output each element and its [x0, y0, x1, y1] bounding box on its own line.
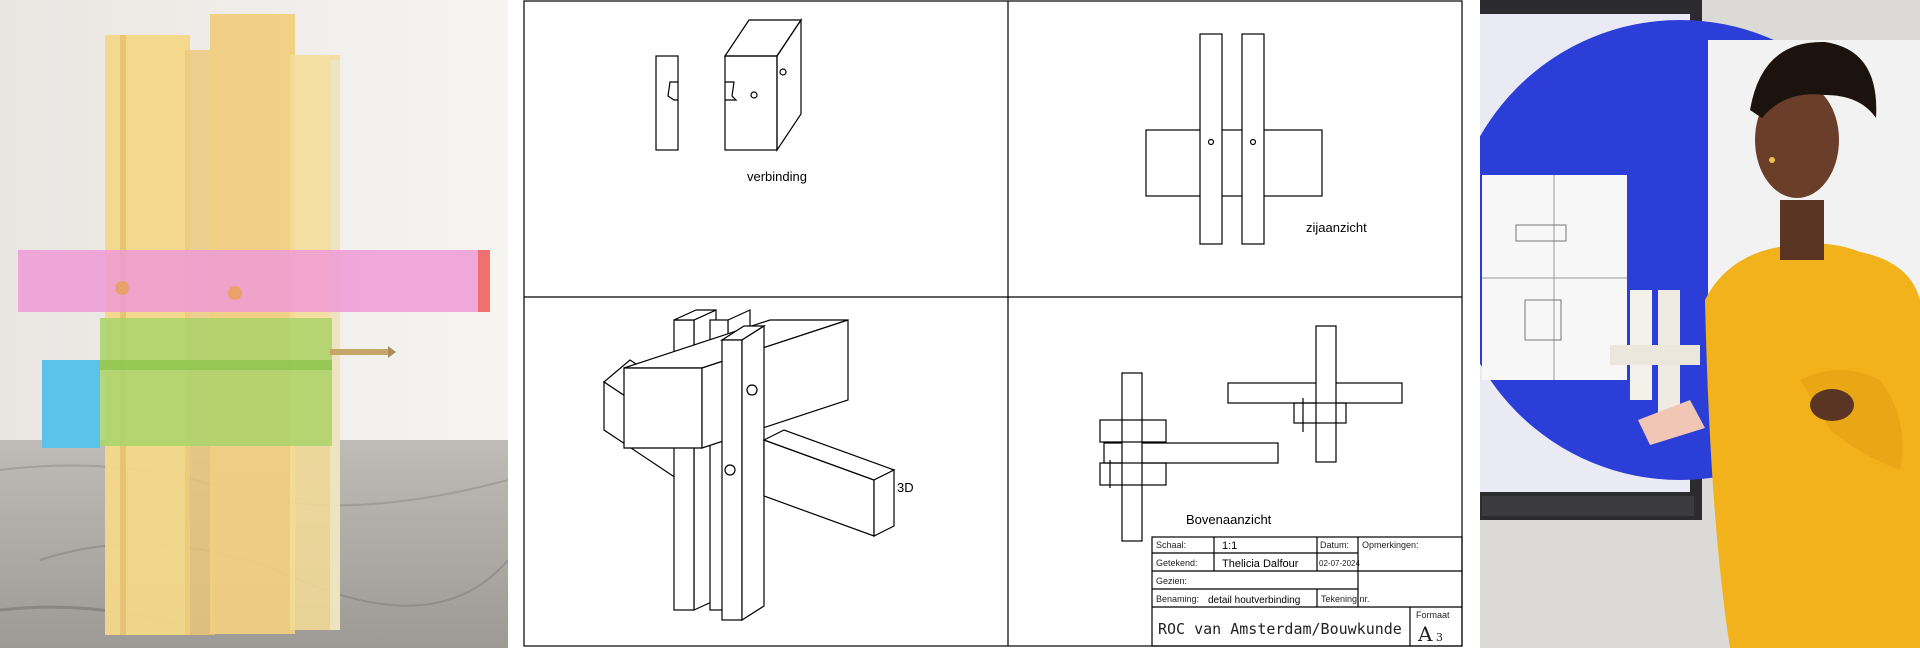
- tb-schaal-label: Schaal:: [1156, 540, 1186, 550]
- tb-school: ROC van Amsterdam/Bouwkunde: [1158, 620, 1402, 638]
- tb-getekend-value: Thelicia Dalfour: [1222, 558, 1299, 570]
- label-3d: 3D: [897, 480, 914, 495]
- tb-benaming-value: detail houtverbinding: [1208, 595, 1300, 606]
- sheet-frame: [523, 0, 1463, 647]
- presentation-photo: [1480, 0, 1920, 648]
- model-photo-illustration: [0, 0, 508, 648]
- tb-formaat-label: Formaat: [1416, 610, 1450, 620]
- tb-getekend-label: Getekend:: [1156, 558, 1198, 568]
- tb-opmerkingen-label: Opmerkingen:: [1362, 540, 1419, 550]
- bovenaanzicht-view: [1099, 325, 1403, 542]
- label-zijaanzicht: zijaanzicht: [1306, 220, 1367, 235]
- model-photo: [0, 0, 508, 648]
- isometric-view: [603, 309, 896, 622]
- tb-datum-label: Datum:: [1320, 540, 1349, 550]
- label-bovenaanzicht: Bovenaanzicht: [1186, 512, 1272, 527]
- tb-schaal-value: 1:1: [1222, 540, 1237, 552]
- tb-gezien-label: Gezien:: [1156, 576, 1187, 586]
- zijaanzicht-view: [1145, 33, 1323, 245]
- verbinding-view: [655, 18, 803, 152]
- presentation-illustration: [1480, 0, 1920, 648]
- label-verbinding: verbinding: [747, 169, 807, 184]
- drawing-sheet: verbinding zijaanzicht 3D Bovenaanzicht …: [523, 0, 1463, 647]
- tb-tekening-label: Tekening nr.: [1321, 594, 1370, 604]
- tb-benaming-label: Benaming:: [1156, 594, 1199, 604]
- technical-drawing: verbinding zijaanzicht 3D Bovenaanzicht …: [522, 0, 1464, 648]
- tb-formaat-letter: A: [1417, 622, 1433, 646]
- title-block: [1151, 536, 1463, 647]
- tb-datum-value: 02-07-2024: [1319, 559, 1360, 568]
- tb-formaat-number: 3: [1436, 631, 1443, 644]
